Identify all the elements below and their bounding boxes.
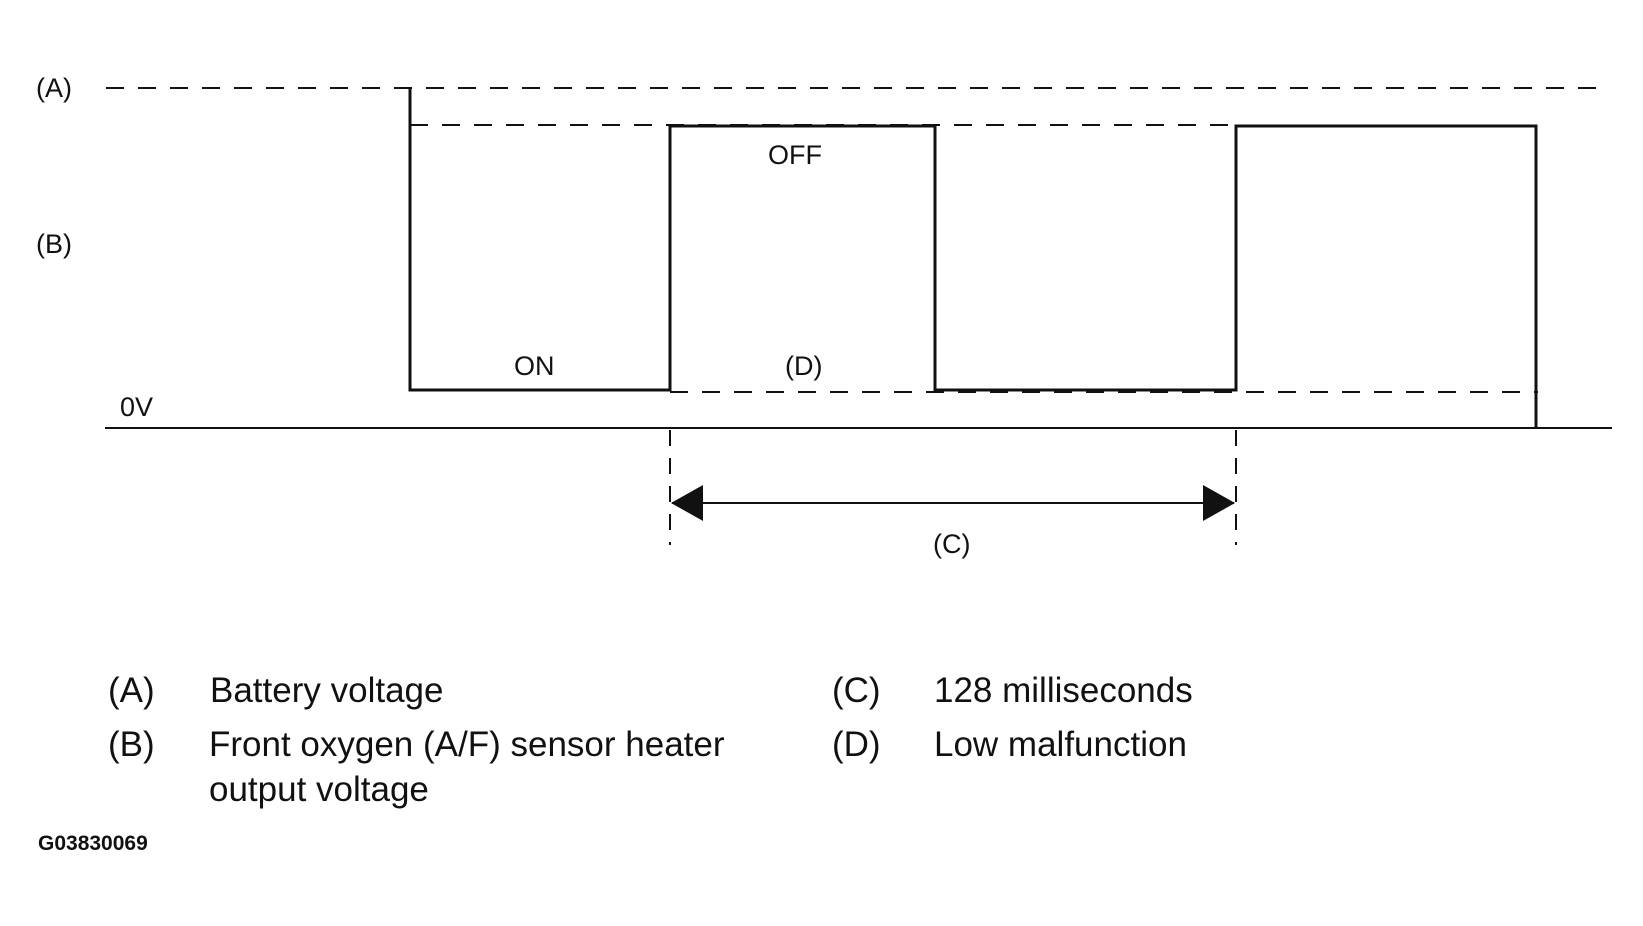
legend-item-c: (C) 128 milliseconds — [832, 668, 1352, 718]
label-d: (D) — [785, 351, 822, 381]
legend-item-b: (B) Front oxygen (A/F) sensor heater out… — [108, 722, 828, 817]
legend-key-a: (A) — [108, 671, 155, 710]
legend-item-d: (D) Low malfunction — [832, 722, 1352, 772]
legend-key-b: (B) — [108, 725, 155, 764]
legend-key-c: (C) — [832, 671, 881, 710]
legend-item-a: (A) Battery voltage — [108, 668, 828, 718]
label-zero-volt: 0V — [120, 392, 153, 422]
figure-id: G03830069 — [38, 832, 148, 855]
legend-text-c: 128 milliseconds — [934, 671, 1193, 710]
legend-text-a: Battery voltage — [210, 671, 444, 710]
label-off: OFF — [768, 140, 822, 170]
arrow-right-icon — [1203, 485, 1235, 521]
label-c: (C) — [933, 529, 970, 559]
arrow-left-icon — [671, 485, 703, 521]
heater-output-waveform — [408, 88, 1538, 428]
label-on: ON — [514, 351, 555, 381]
label-a: (A) — [36, 73, 72, 103]
legend-text-b: Front oxygen (A/F) sensor heater — [209, 725, 725, 764]
legend-text-d: Low malfunction — [934, 725, 1187, 764]
legend-key-d: (D) — [832, 725, 881, 764]
legend-text-b-line2: output voltage — [209, 770, 429, 809]
label-b: (B) — [36, 229, 72, 259]
